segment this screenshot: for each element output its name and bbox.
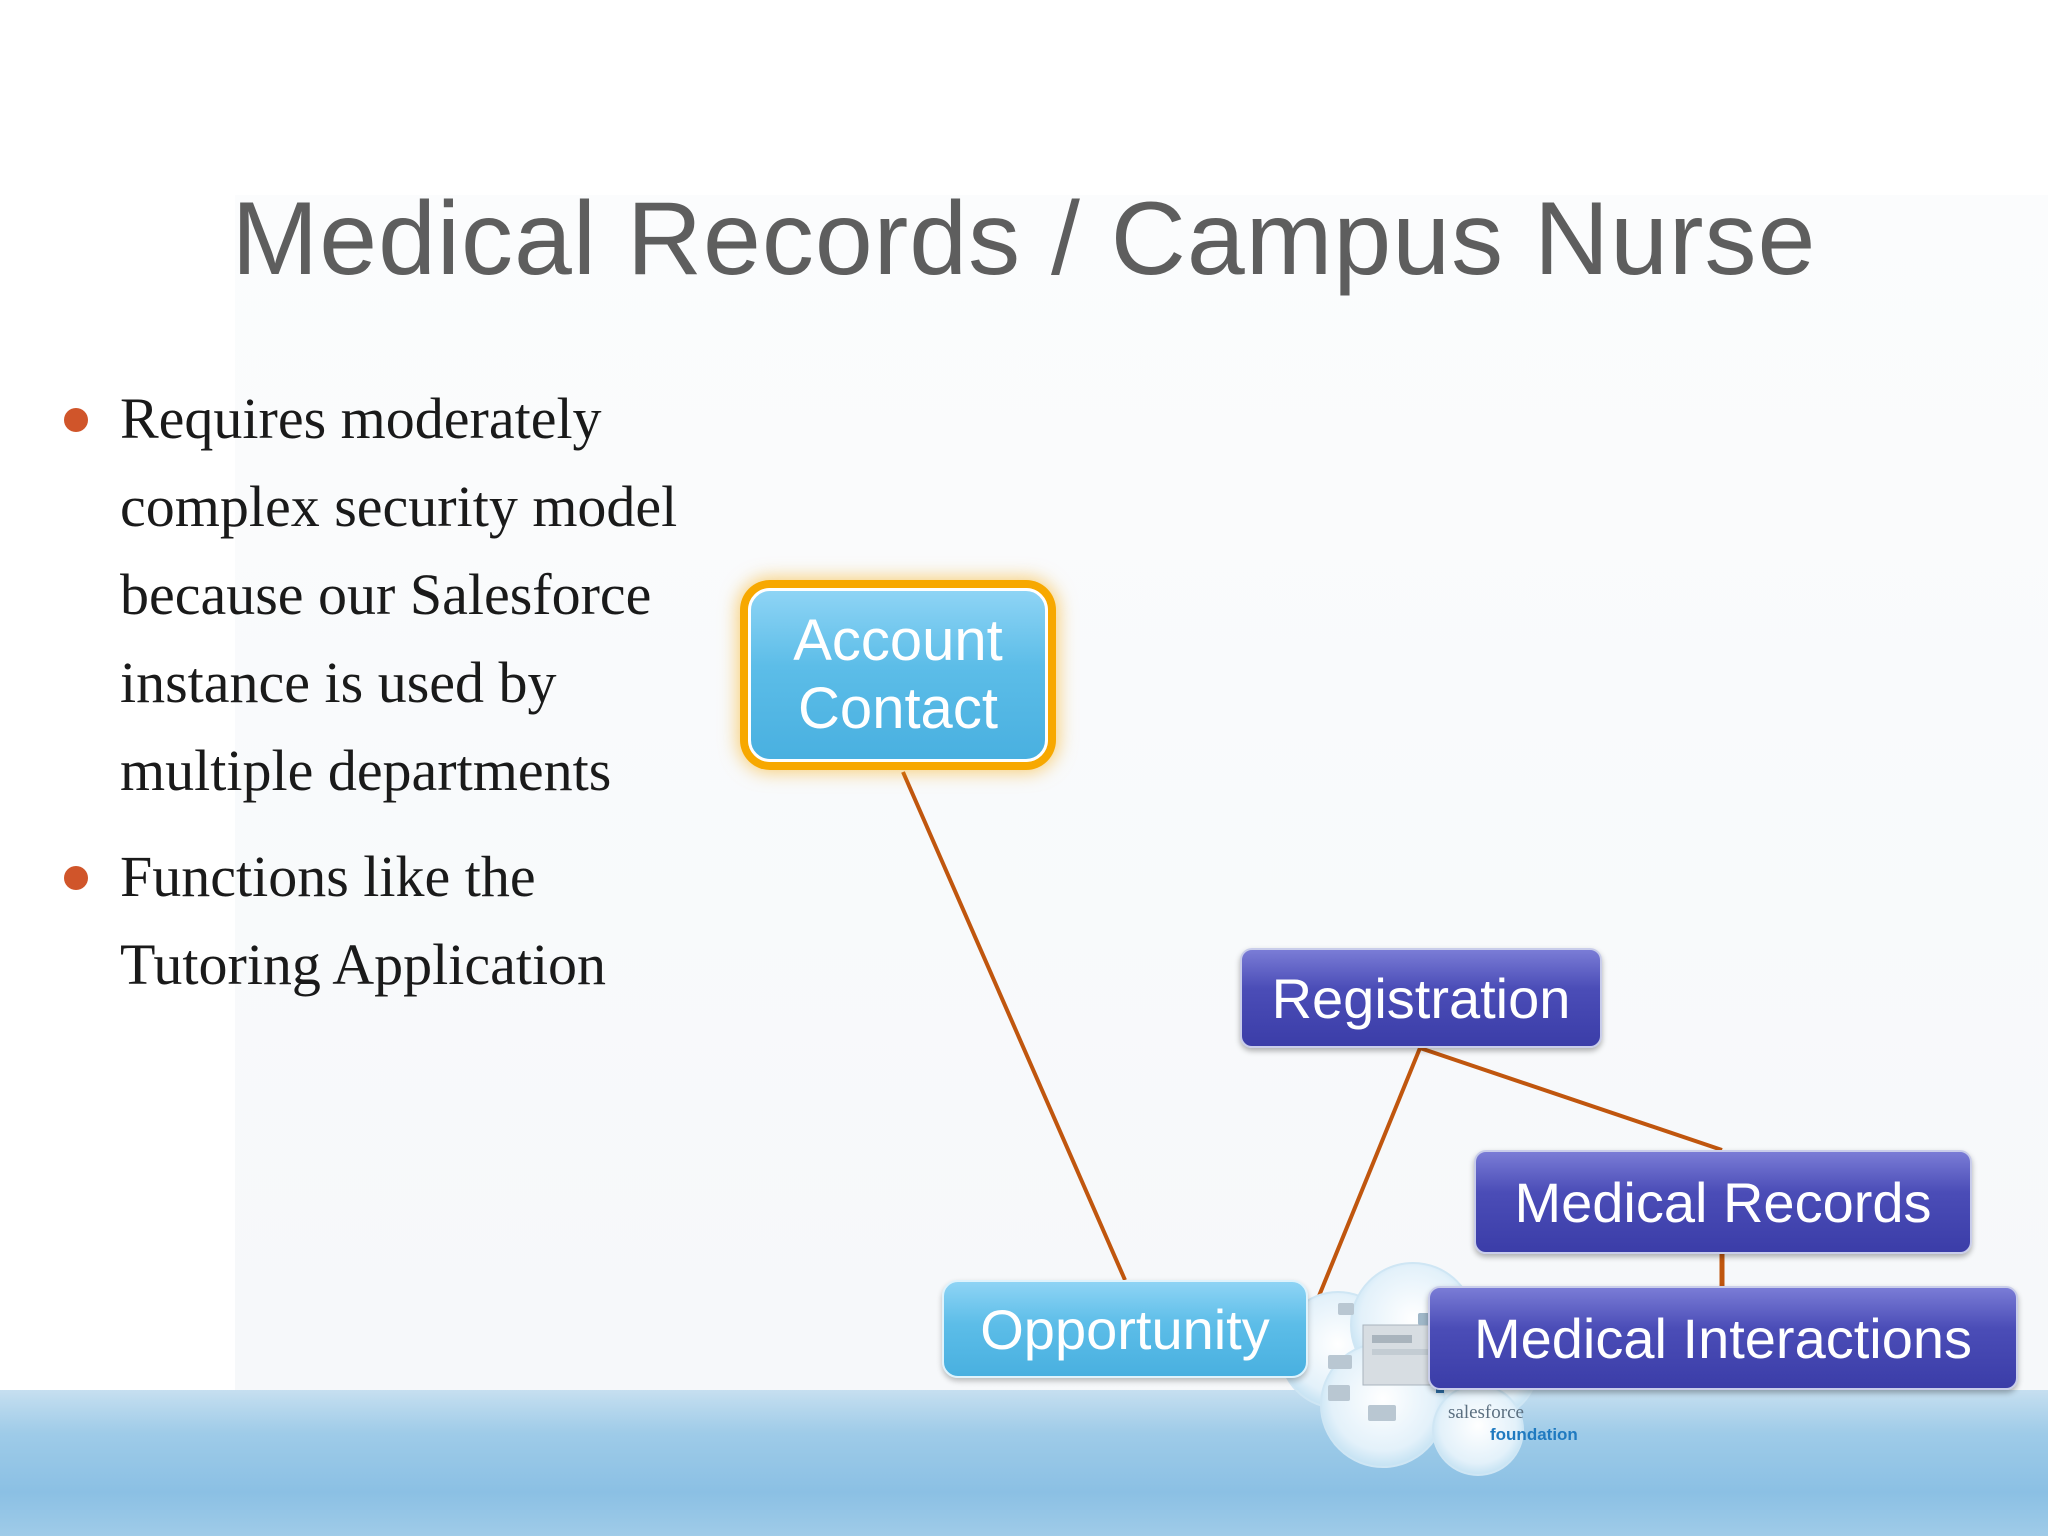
node-registration-label: Registration [1271, 966, 1571, 1030]
node-medical-interactions-label: Medical Interactions [1473, 1306, 1972, 1370]
slide-title: Medical Records / Campus Nurse [231, 181, 1817, 297]
logo-text: salesforce foundation [1448, 1402, 1578, 1446]
bullet-dot-icon [64, 866, 88, 890]
bullet-dot-icon [64, 408, 88, 432]
logo-word-foundation: foundation [1490, 1425, 1578, 1444]
bullet-list: Requires moderately complex security mod… [60, 375, 700, 1027]
node-medical-records-label: Medical Records [1514, 1170, 1932, 1234]
node-contact-label: Contact [798, 676, 998, 741]
node-opportunity-label: Opportunity [980, 1297, 1270, 1361]
bullet-item: Functions like the Tutoring Application [60, 833, 700, 1009]
node-opportunity: Opportunity [942, 1280, 1308, 1378]
bullet-text: Functions like the Tutoring Application [120, 844, 607, 997]
bullet-item: Requires moderately complex security mod… [60, 375, 700, 815]
node-account-contact: Account Contact [748, 588, 1048, 762]
bottom-blue-band [0, 1390, 2048, 1536]
node-registration: Registration [1240, 948, 1602, 1048]
bullet-text: Requires moderately complex security mod… [120, 386, 678, 803]
logo-word-salesforce: salesforce [1448, 1402, 1524, 1423]
node-medical-interactions: Medical Interactions [1428, 1286, 2018, 1390]
node-account-label: Account [793, 608, 1003, 673]
node-medical-records: Medical Records [1474, 1150, 1972, 1254]
